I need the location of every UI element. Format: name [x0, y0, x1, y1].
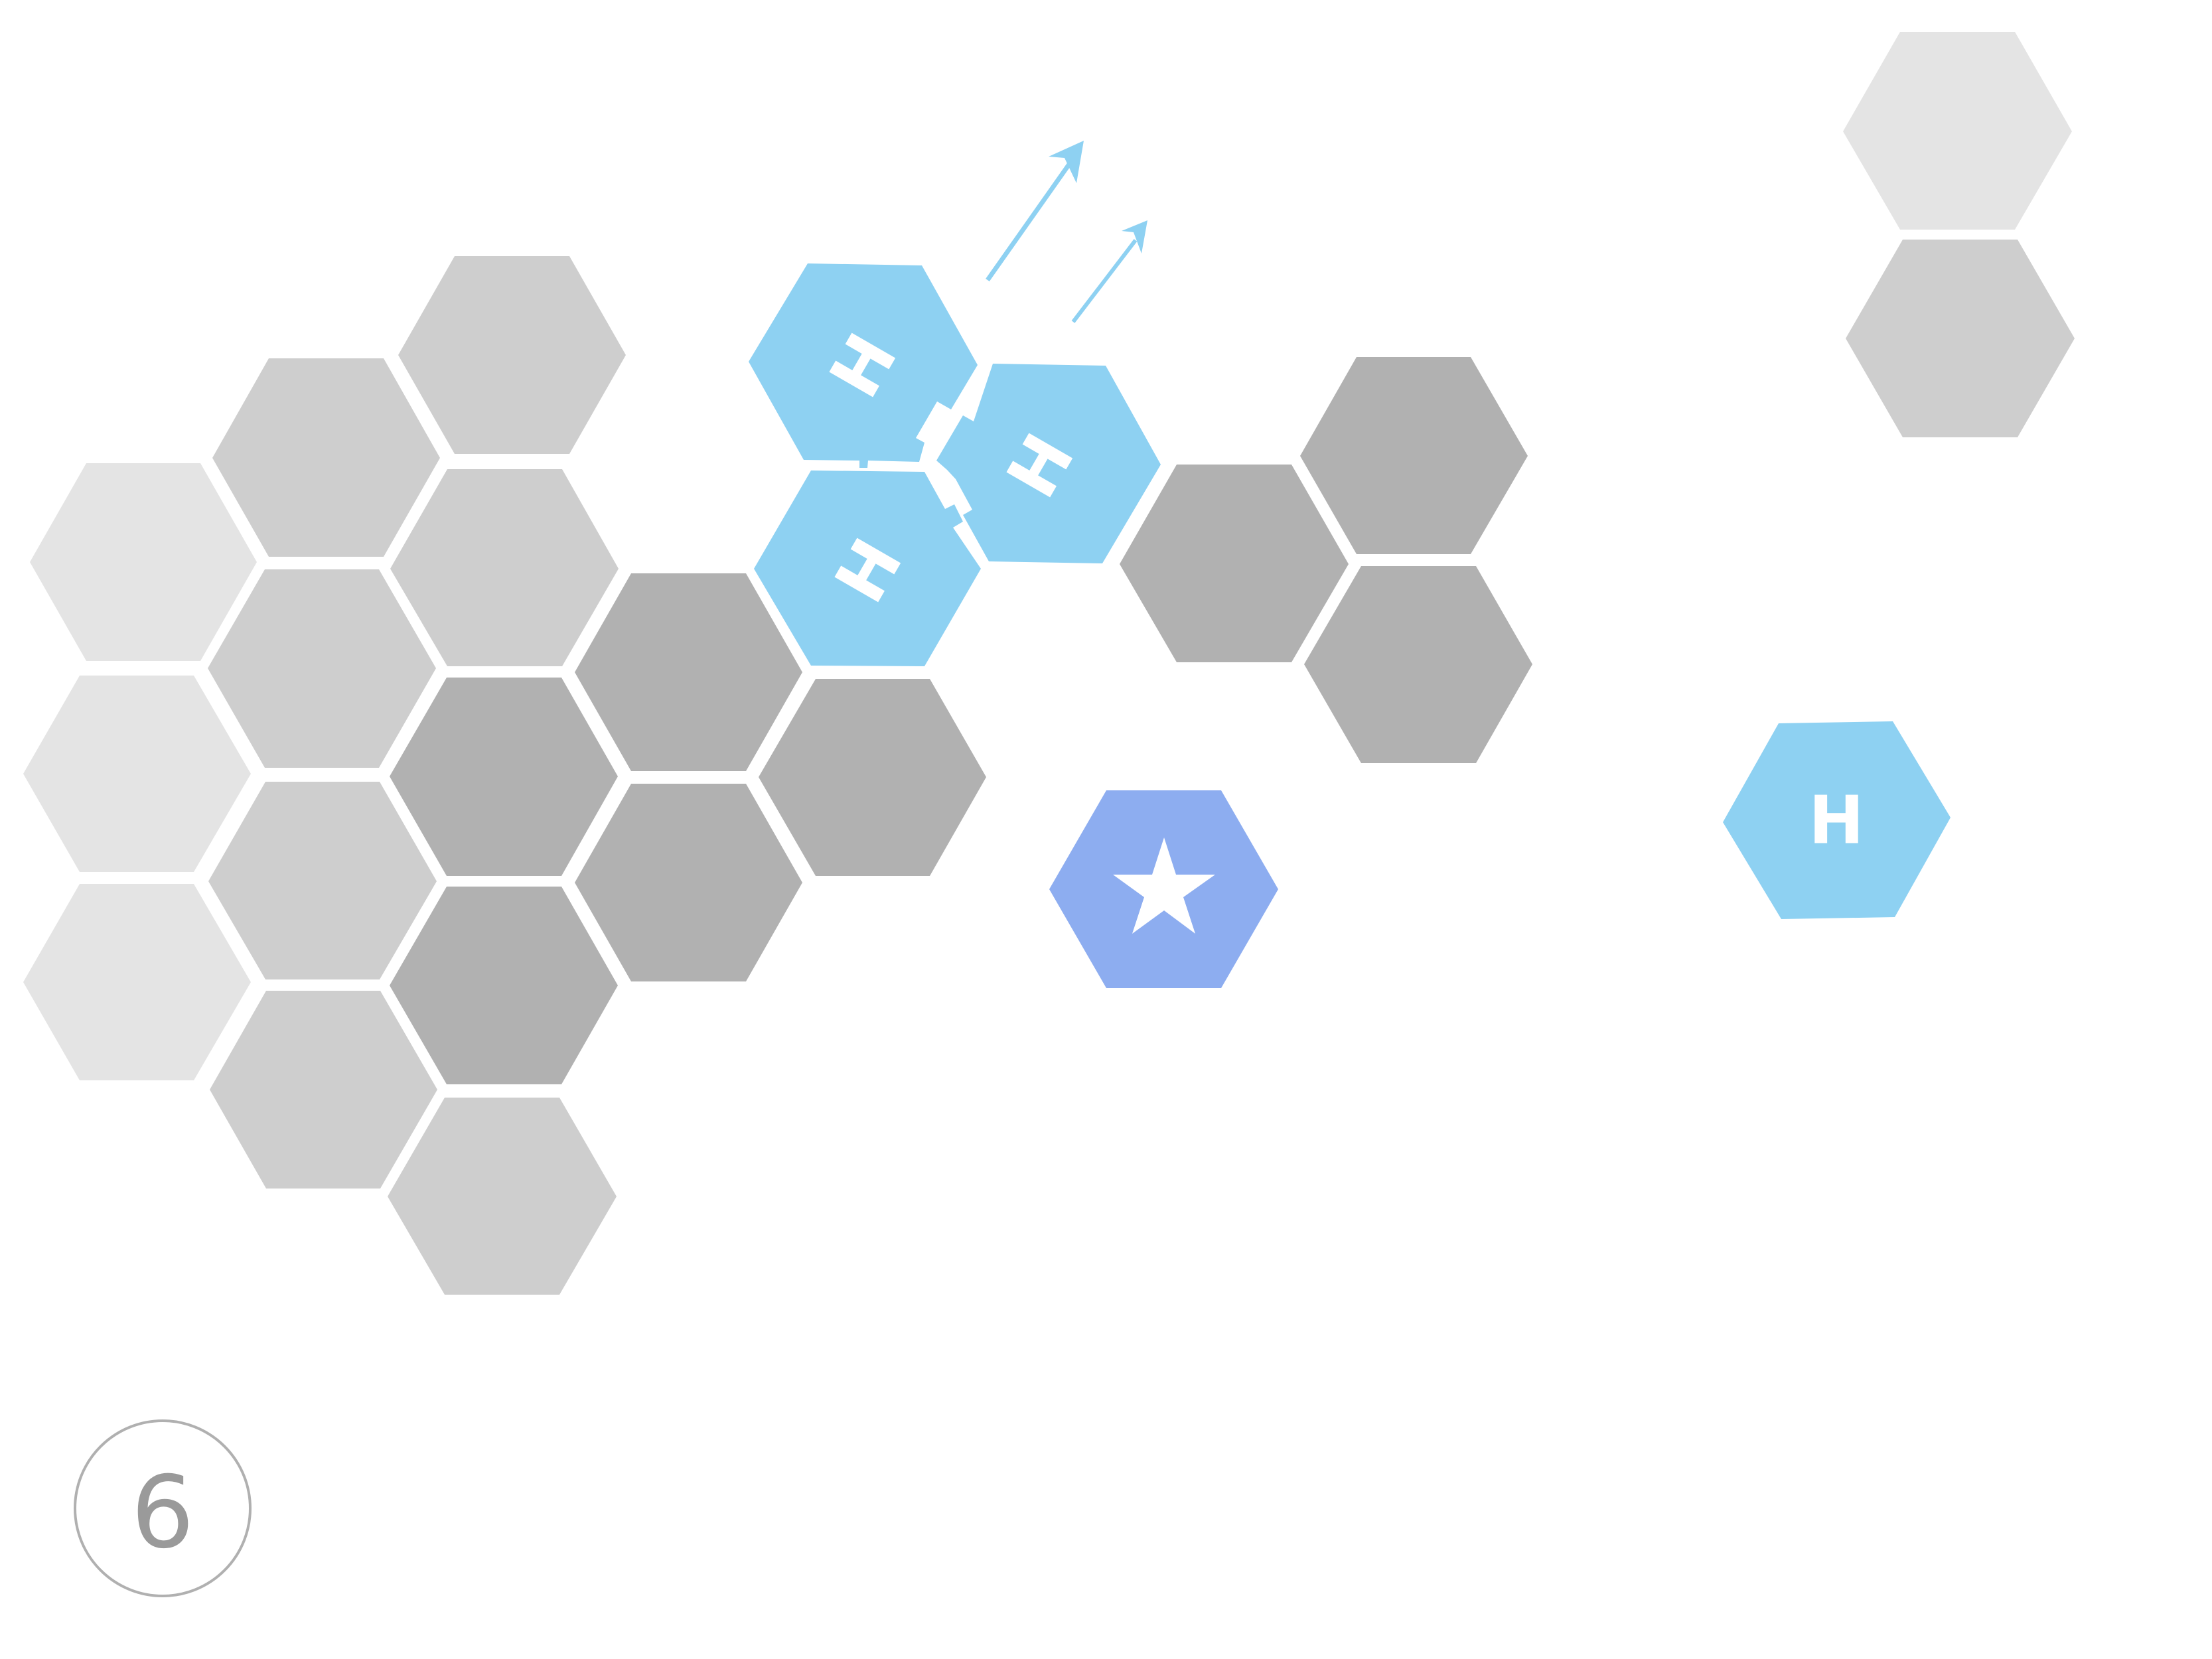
- direction-arrows: [986, 141, 1147, 323]
- piece-segment-hex[interactable]: [749, 263, 978, 468]
- piece-segment-hex[interactable]: [754, 470, 981, 666]
- arrow-up-right-icon: [1071, 220, 1147, 323]
- hex-tile[interactable]: [1120, 465, 1349, 662]
- piece-label: H: [1808, 782, 1864, 859]
- hex-tile[interactable]: [390, 678, 618, 876]
- goal-tile[interactable]: [1049, 790, 1278, 988]
- hex-tile[interactable]: [212, 358, 440, 557]
- hex-tile[interactable]: [210, 991, 437, 1189]
- hex-tile[interactable]: [390, 887, 618, 1084]
- piece-segment-hex[interactable]: [936, 364, 1161, 563]
- hex-tile[interactable]: [23, 676, 251, 872]
- hex-tile[interactable]: [208, 569, 436, 768]
- hex-tile[interactable]: [1300, 357, 1528, 554]
- hex-tile[interactable]: [208, 782, 437, 979]
- hex-tile[interactable]: [1843, 32, 2072, 230]
- hex-tile[interactable]: [30, 463, 257, 661]
- hex-tile[interactable]: [575, 784, 802, 981]
- arrow-up-right-icon: [986, 141, 1084, 282]
- move-counter: 6: [74, 1419, 252, 1597]
- hex-tile[interactable]: [575, 573, 802, 771]
- hex-tile[interactable]: [1304, 566, 1532, 763]
- star-icon: [1113, 837, 1215, 934]
- target-piece[interactable]: H: [1723, 721, 1951, 919]
- hex-tile[interactable]: [388, 1098, 617, 1295]
- hex-tile[interactable]: [390, 469, 619, 666]
- hex-tile[interactable]: [398, 256, 626, 454]
- moving-piece[interactable]: H H H: [749, 263, 1161, 666]
- hex-tile[interactable]: [759, 679, 986, 876]
- move-counter-value: 6: [131, 1455, 194, 1571]
- hex-tile[interactable]: [23, 884, 251, 1080]
- hex-tile[interactable]: [1846, 240, 2075, 437]
